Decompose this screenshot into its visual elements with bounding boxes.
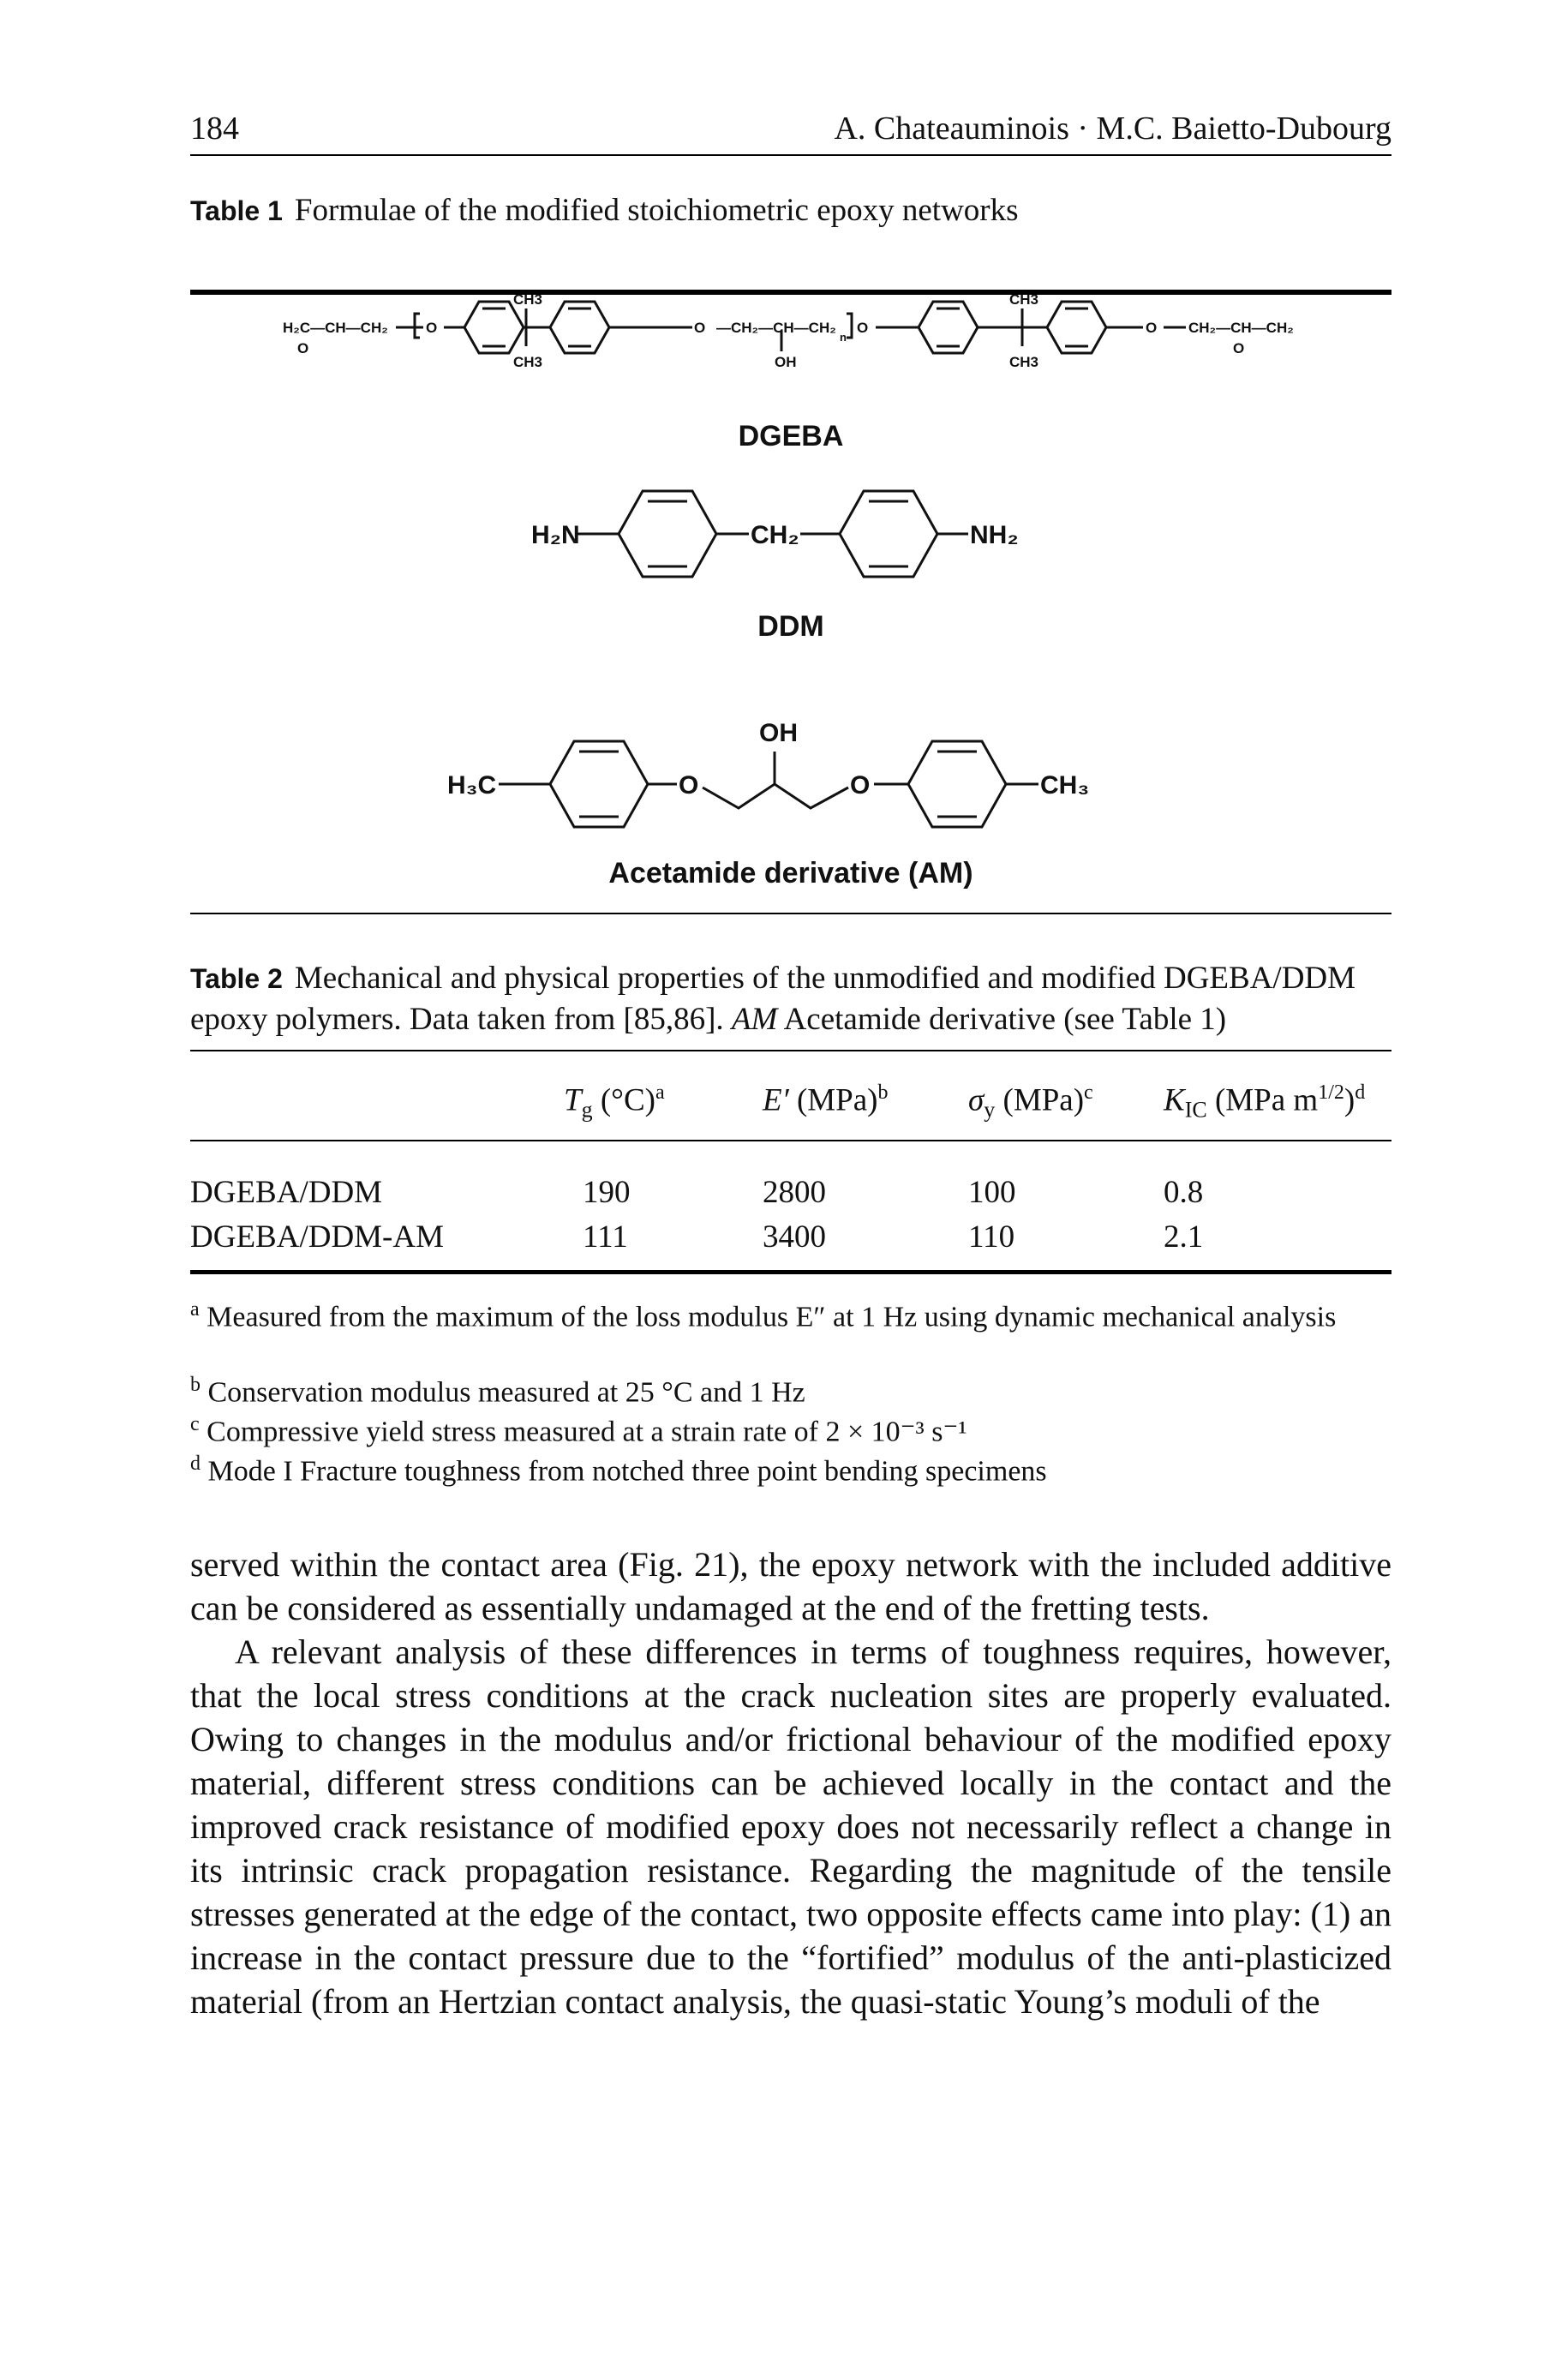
footnote-a: a Measured from the maximum of the loss … (190, 1298, 1337, 1333)
cell-e: 3400 (763, 1219, 826, 1255)
ddm-ch2-label: CH₂ (751, 521, 799, 549)
table2-caption-text: Mechanical and physical properties of th… (190, 961, 1356, 1037)
svg-text:CH3: CH3 (1009, 291, 1038, 308)
footnote-c: c Compressive yield stress measured at a… (190, 1413, 967, 1448)
table2-label: Table 2 (190, 963, 283, 994)
cell-sigma: 100 (968, 1175, 1016, 1210)
cell-sigma: 110 (968, 1219, 1015, 1255)
svg-text:O: O (857, 320, 868, 336)
svg-text:O: O (1146, 320, 1157, 336)
table2-header-rule (190, 1140, 1391, 1141)
ddm-h2n-label: H₂N (531, 521, 580, 549)
svg-text:O: O (850, 771, 870, 800)
cell-tg: 190 (583, 1175, 631, 1210)
dgeba-left-epoxide-o: O (297, 340, 308, 356)
ddm-name: DDM (757, 610, 824, 643)
am-name: Acetamide derivative (AM) (608, 857, 973, 890)
dgeba-right-end-label: CH₂—CH—CH₂ (1188, 320, 1294, 336)
ddm-structure: H₂N CH₂ NH₂ (531, 489, 1019, 578)
col-header-e: E′ (MPa)b (763, 1081, 889, 1118)
svg-text:CH3: CH3 (513, 354, 542, 370)
row-name: DGEBA/DDM-AM (190, 1219, 444, 1255)
footnote-b: b Conservation modulus measured at 25 °C… (190, 1374, 805, 1409)
svg-text:O: O (694, 320, 705, 336)
am-ch3-label: CH₃ (1040, 771, 1089, 800)
svg-text:OH: OH (775, 354, 797, 370)
svg-text:O: O (426, 320, 437, 336)
cell-e: 2800 (763, 1175, 826, 1210)
svg-text:O: O (679, 771, 698, 800)
cell-kic: 0.8 (1164, 1175, 1204, 1210)
am-h3c-label: H₃C (447, 771, 496, 800)
am-structure: H₃C O OH O CH₃ (447, 719, 1089, 829)
dgeba-structure: H₂C—CH—CH₂ O O CH3 CH3 O —CH₂—CH—CH₂ OH … (283, 291, 1294, 370)
table1-label: Table 1 (190, 195, 283, 226)
svg-text:O: O (1233, 340, 1244, 356)
dgeba-name: DGEBA (738, 420, 844, 452)
cell-kic: 2.1 (1164, 1219, 1204, 1255)
body-paragraph-1: served within the contact area (Fig. 21)… (190, 1545, 1391, 1627)
running-head-authors: A. Chateauminois · M.C. Baietto-Dubourg (834, 111, 1391, 147)
page-number: 184 (190, 111, 239, 147)
col-header-kic: KIC (MPa m1/2)d (1164, 1081, 1366, 1123)
svg-text:—CH₂—CH—CH₂: —CH₂—CH—CH₂ (716, 320, 836, 336)
col-header-tg: Tg (°C)a (564, 1081, 665, 1123)
table1-caption-text: Formulae of the modified stoichiometric … (294, 193, 1019, 228)
cell-tg: 111 (583, 1219, 628, 1255)
svg-text:CH3: CH3 (513, 291, 542, 308)
svg-text:OH: OH (759, 719, 798, 747)
ddm-nh2-label: NH₂ (970, 521, 1019, 549)
svg-text:n: n (840, 331, 847, 344)
body-paragraph-2: A relevant analysis of these differences… (190, 1632, 1391, 2021)
table1-bottom-rule (190, 913, 1391, 914)
col-header-sigma: σy (MPa)c (968, 1081, 1093, 1123)
row-name: DGEBA/DDM (190, 1175, 383, 1210)
table2-bottom-rule (190, 1270, 1391, 1274)
header-rule (190, 154, 1391, 156)
table1-top-rule (190, 290, 1391, 295)
dgeba-left-end-label: H₂C—CH—CH₂ (283, 320, 388, 336)
footnote-d: d Mode I Fracture toughness from notched… (190, 1453, 1047, 1488)
table1-caption: Table 1 Formulae of the modified stoichio… (190, 190, 1391, 231)
table2-top-rule (190, 1050, 1391, 1051)
running-header: 184 A. Chateauminois · M.C. Baietto-Dubo… (190, 110, 1391, 151)
svg-text:CH3: CH3 (1009, 354, 1038, 370)
body-text: served within the contact area (Fig. 21)… (190, 1542, 1391, 2023)
